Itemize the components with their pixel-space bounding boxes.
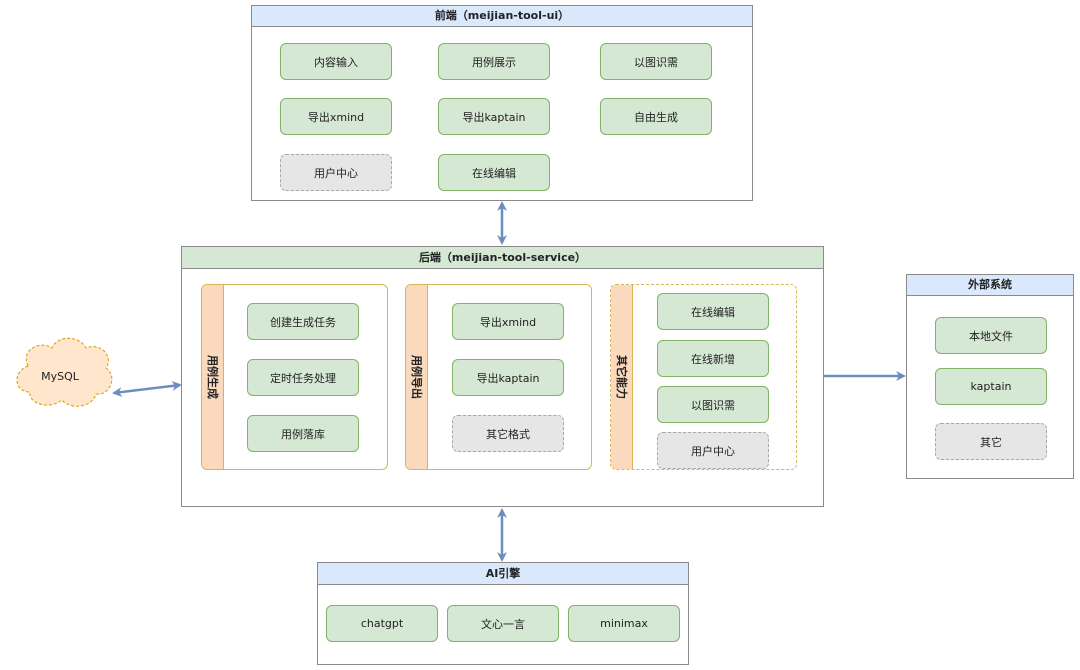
frontend-node-case-display: 用例展示	[438, 43, 550, 80]
mysql-label: MySQL	[41, 369, 79, 383]
ai-node-wenxin: 文心一言	[447, 605, 559, 642]
external-node-other: 其它	[935, 423, 1047, 460]
ai-engine-title: AI引擎	[318, 563, 688, 585]
mysql-backend-arrow	[112, 380, 182, 398]
frontend-panel: 前端（meijian-tool-ui） 内容输入 用例展示 以图识需 导出xmi…	[251, 5, 753, 201]
backend-panel: 后端（meijian-tool-service） 用例生成 创建生成任务 定时任…	[181, 246, 824, 507]
frontend-node-export-kaptain: 导出kaptain	[438, 98, 550, 135]
group-case-export: 用例导出 导出xmind 导出kaptain 其它格式	[405, 284, 592, 470]
backend-node-case-storage: 用例落库	[247, 415, 359, 452]
external-node-kaptain: kaptain	[935, 368, 1047, 405]
backend-node-export-xmind: 导出xmind	[452, 303, 564, 340]
ai-node-minimax: minimax	[568, 605, 680, 642]
group-other-capabilities-side: 其它能力	[611, 285, 633, 469]
frontend-node-free-generate: 自由生成	[600, 98, 712, 135]
group-other-capabilities: 其它能力 在线编辑 在线新增 以图识需 用户中心	[610, 284, 797, 470]
group-case-export-side: 用例导出	[406, 285, 428, 469]
backend-node-online-add: 在线新增	[657, 340, 769, 377]
frontend-node-image-requirement: 以图识需	[600, 43, 712, 80]
backend-node-online-edit: 在线编辑	[657, 293, 769, 330]
frontend-title: 前端（meijian-tool-ui）	[252, 6, 752, 27]
ai-node-chatgpt: chatgpt	[326, 605, 438, 642]
mysql-cloud-icon	[16, 337, 113, 407]
frontend-node-content-input: 内容输入	[280, 43, 392, 80]
backend-node-export-kaptain: 导出kaptain	[452, 359, 564, 396]
external-node-local-file: 本地文件	[935, 317, 1047, 354]
backend-node-image-requirement: 以图识需	[657, 386, 769, 423]
frontend-node-export-xmind: 导出xmind	[280, 98, 392, 135]
backend-node-user-center: 用户中心	[657, 432, 769, 469]
group-other-capabilities-label: 其它能力	[614, 355, 628, 399]
group-case-export-label: 用例导出	[409, 355, 423, 399]
group-case-generation-side: 用例生成	[202, 285, 224, 469]
backend-node-scheduled-task: 定时任务处理	[247, 359, 359, 396]
ai-engine-panel: AI引擎 chatgpt 文心一言 minimax	[317, 562, 689, 665]
external-panel: 外部系统 本地文件 kaptain 其它	[906, 274, 1074, 479]
backend-node-create-task: 创建生成任务	[247, 303, 359, 340]
backend-node-other-formats: 其它格式	[452, 415, 564, 452]
frontend-node-online-edit: 在线编辑	[438, 154, 550, 191]
group-case-generation-label: 用例生成	[205, 355, 219, 399]
backend-title: 后端（meijian-tool-service）	[182, 247, 823, 269]
external-title: 外部系统	[907, 275, 1073, 296]
group-case-generation: 用例生成 创建生成任务 定时任务处理 用例落库	[201, 284, 388, 470]
frontend-node-user-center: 用户中心	[280, 154, 392, 191]
